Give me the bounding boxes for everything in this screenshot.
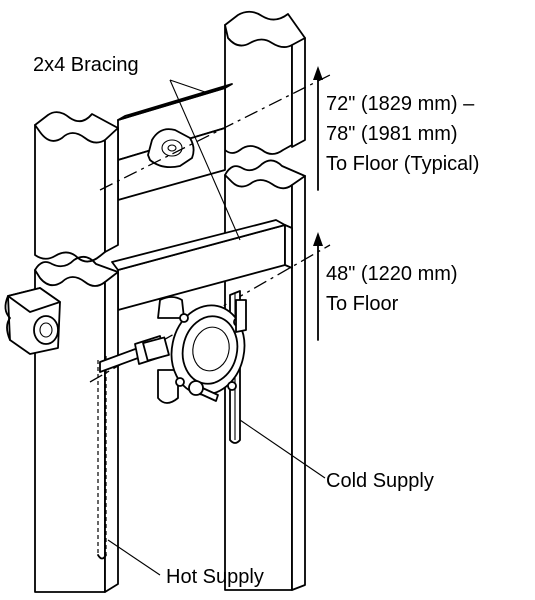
lower-bracing bbox=[111, 219, 293, 311]
upper-height-label-line1: 72" (1829 mm) – bbox=[326, 93, 475, 115]
left-stud-upper bbox=[34, 111, 119, 263]
bracing-label: 2x4 Bracing bbox=[33, 54, 139, 76]
upper-dimension-arrow bbox=[313, 66, 323, 191]
hot-supply-connector bbox=[99, 335, 170, 373]
lower-dimension-arrow bbox=[313, 232, 323, 341]
upper-height-label-line3: To Floor (Typical) bbox=[326, 153, 480, 175]
lower-height-label-line2: To Floor bbox=[326, 293, 399, 315]
leader-bracing-upper bbox=[169, 79, 206, 93]
valve-body bbox=[157, 296, 247, 404]
left-stud-lower bbox=[34, 255, 119, 593]
hot-supply-pipe bbox=[97, 356, 107, 560]
leader-hot-supply bbox=[107, 539, 161, 576]
leader-cold-supply bbox=[239, 419, 326, 479]
lower-height-label-line1: 48" (1220 mm) bbox=[326, 263, 458, 285]
cold-supply-label: Cold Supply bbox=[326, 470, 434, 492]
leader-bracing-lower bbox=[169, 79, 241, 241]
right-stud-upper bbox=[224, 10, 306, 155]
hot-supply-label: Hot Supply bbox=[166, 566, 264, 588]
pipe-clamp-upper bbox=[147, 128, 195, 169]
upper-height-reference-line bbox=[99, 74, 331, 191]
elbow-fitting-left bbox=[4, 287, 61, 355]
leader-lines bbox=[107, 79, 326, 576]
upper-height-label-line2: 78" (1981 mm) bbox=[326, 123, 458, 145]
